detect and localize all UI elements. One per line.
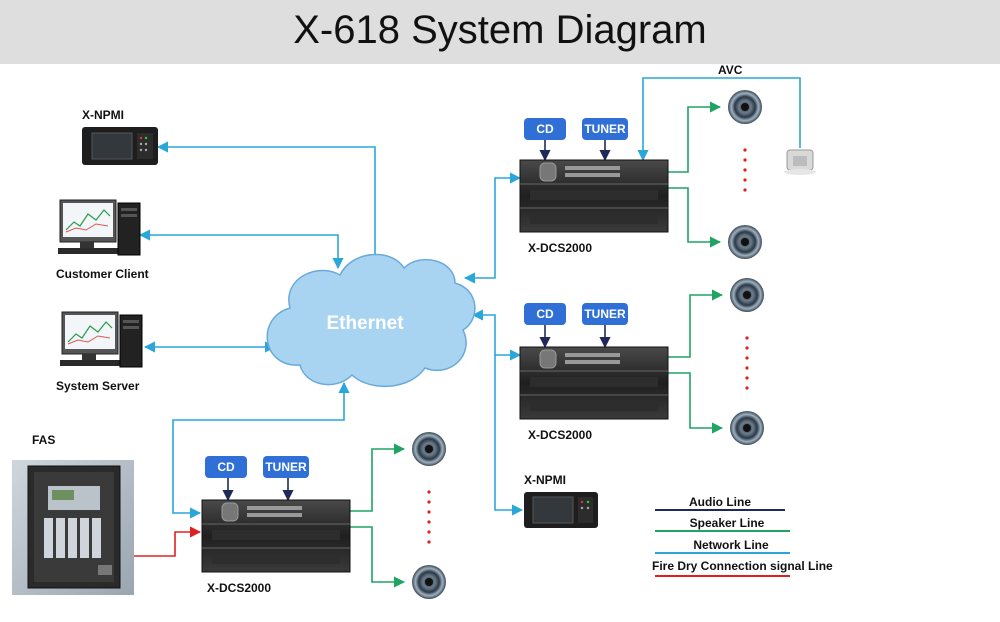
avc-label: AVC [718, 63, 743, 77]
legend-item-fire: Fire Dry Connection signal Line [652, 559, 833, 577]
cloud-label: Ethernet [326, 313, 404, 334]
legend: Audio Line Speaker Line Network Line Fir… [652, 495, 833, 577]
npmi-bottom-label: X-NPMI [524, 473, 566, 487]
customer-client-label: Customer Client [56, 267, 149, 281]
tuner-source-bottom: TUNER [263, 456, 309, 478]
speaker-icon [412, 565, 446, 599]
cd-label: CD [217, 460, 235, 474]
speakers [412, 90, 764, 599]
dcs-top-label: X-DCS2000 [528, 241, 592, 255]
npmi-top-label: X-NPMI [82, 108, 124, 122]
legend-label: Fire Dry Connection signal Line [652, 559, 833, 573]
legend-label: Speaker Line [690, 516, 765, 530]
customer-client-pc: Customer Client [56, 199, 149, 281]
audio-lines [222, 140, 611, 502]
legend-item-speaker: Speaker Line [655, 516, 790, 532]
cd-source-mid: CD [524, 303, 566, 325]
cd-label: CD [536, 122, 554, 136]
legend-item-network: Network Line [655, 538, 790, 554]
page-title: X-618 System Diagram [293, 8, 707, 52]
legend-item-audio: Audio Line [655, 495, 785, 511]
avc-device: AVC [718, 63, 816, 175]
dcs-mid-label: X-DCS2000 [528, 428, 592, 442]
dcs-bottom-label: X-DCS2000 [207, 581, 271, 595]
npmi-bottom-device: X-NPMI [524, 473, 598, 528]
dcs-bottom-device: X-DCS2000 [201, 499, 351, 595]
fas-label: FAS [32, 433, 55, 447]
tuner-source-mid: TUNER [582, 303, 628, 325]
tuner-label: TUNER [584, 122, 626, 136]
legend-label: Audio Line [689, 495, 751, 509]
legend-label: Network Line [693, 538, 769, 552]
system-server-label: System Server [56, 379, 140, 393]
npmi-top-device: X-NPMI [82, 108, 158, 165]
speaker-icon [730, 411, 764, 445]
system-server-pc: System Server [56, 311, 143, 393]
ethernet-cloud: Ethernet [266, 253, 476, 387]
dcs-top-device: X-DCS2000 [519, 159, 669, 255]
speaker-lines [350, 101, 724, 588]
speaker-icon [412, 432, 446, 466]
fire-signal-line [122, 526, 202, 557]
title-bar [0, 0, 1000, 64]
speaker-icon [730, 278, 764, 312]
tuner-source-top: TUNER [582, 118, 628, 140]
dcs-mid-device: X-DCS2000 [519, 346, 669, 442]
speaker-icon [728, 225, 762, 259]
cd-source-top: CD [524, 118, 566, 140]
more-speakers-dots [427, 148, 749, 544]
network-lines [138, 77, 801, 519]
tuner-label: TUNER [265, 460, 307, 474]
speaker-icon [728, 90, 762, 124]
tuner-label: TUNER [584, 307, 626, 321]
cd-source-bottom: CD [205, 456, 247, 478]
fas-panel: FAS [12, 433, 134, 595]
cd-label: CD [536, 307, 554, 321]
